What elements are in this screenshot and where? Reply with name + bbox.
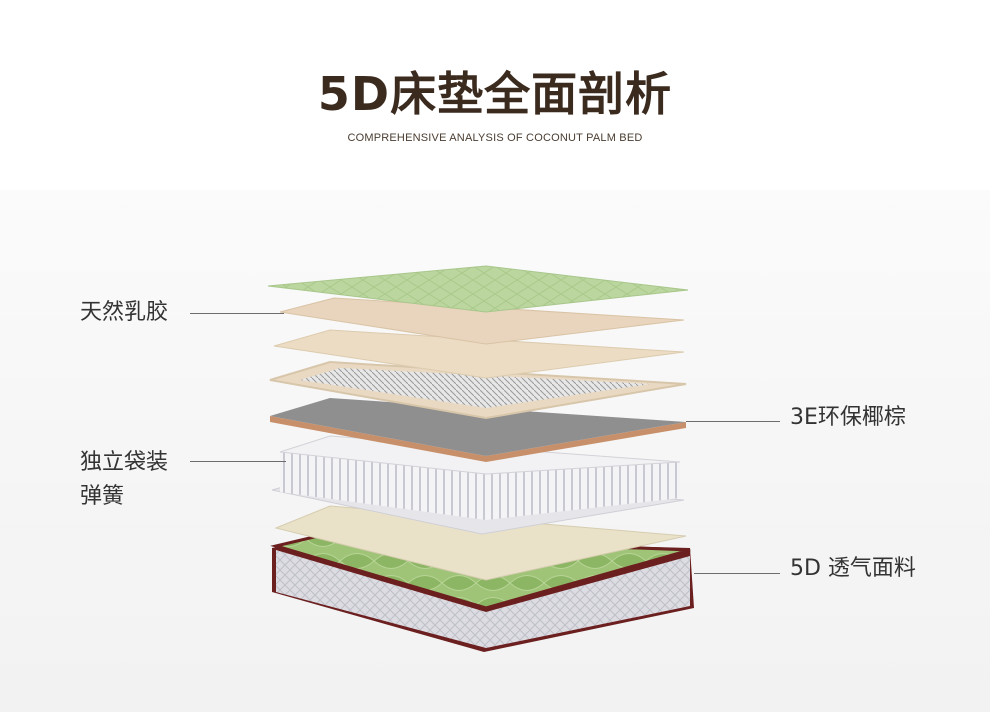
label-pocket-spring-line1: 独立袋装	[80, 450, 169, 475]
top-quilted-cover	[267, 265, 689, 313]
leader-coir	[686, 421, 780, 422]
page-title: 5D床垫全面剖析	[317, 67, 673, 121]
page-subtitle: COMPREHENSIVE ANALYSIS OF COCONUT PALM B…	[347, 132, 643, 144]
leader-5d-fabric	[694, 573, 780, 574]
label-natural-latex: 天然乳胶	[80, 300, 169, 325]
latex-layer-2	[273, 329, 685, 379]
label-coir: 3E环保椰棕	[790, 405, 906, 430]
latex-layer-1	[279, 297, 685, 345]
label-pocket-spring-line2: 弹簧	[80, 484, 125, 509]
coir-board-layer	[270, 398, 686, 462]
leader-pocket-spring	[190, 461, 286, 462]
label-5d-fabric: 5D 透气面料	[790, 556, 916, 581]
leader-natural-latex	[190, 313, 284, 314]
cream-pad-layer	[274, 505, 687, 581]
latex-grid-layer	[269, 360, 687, 420]
